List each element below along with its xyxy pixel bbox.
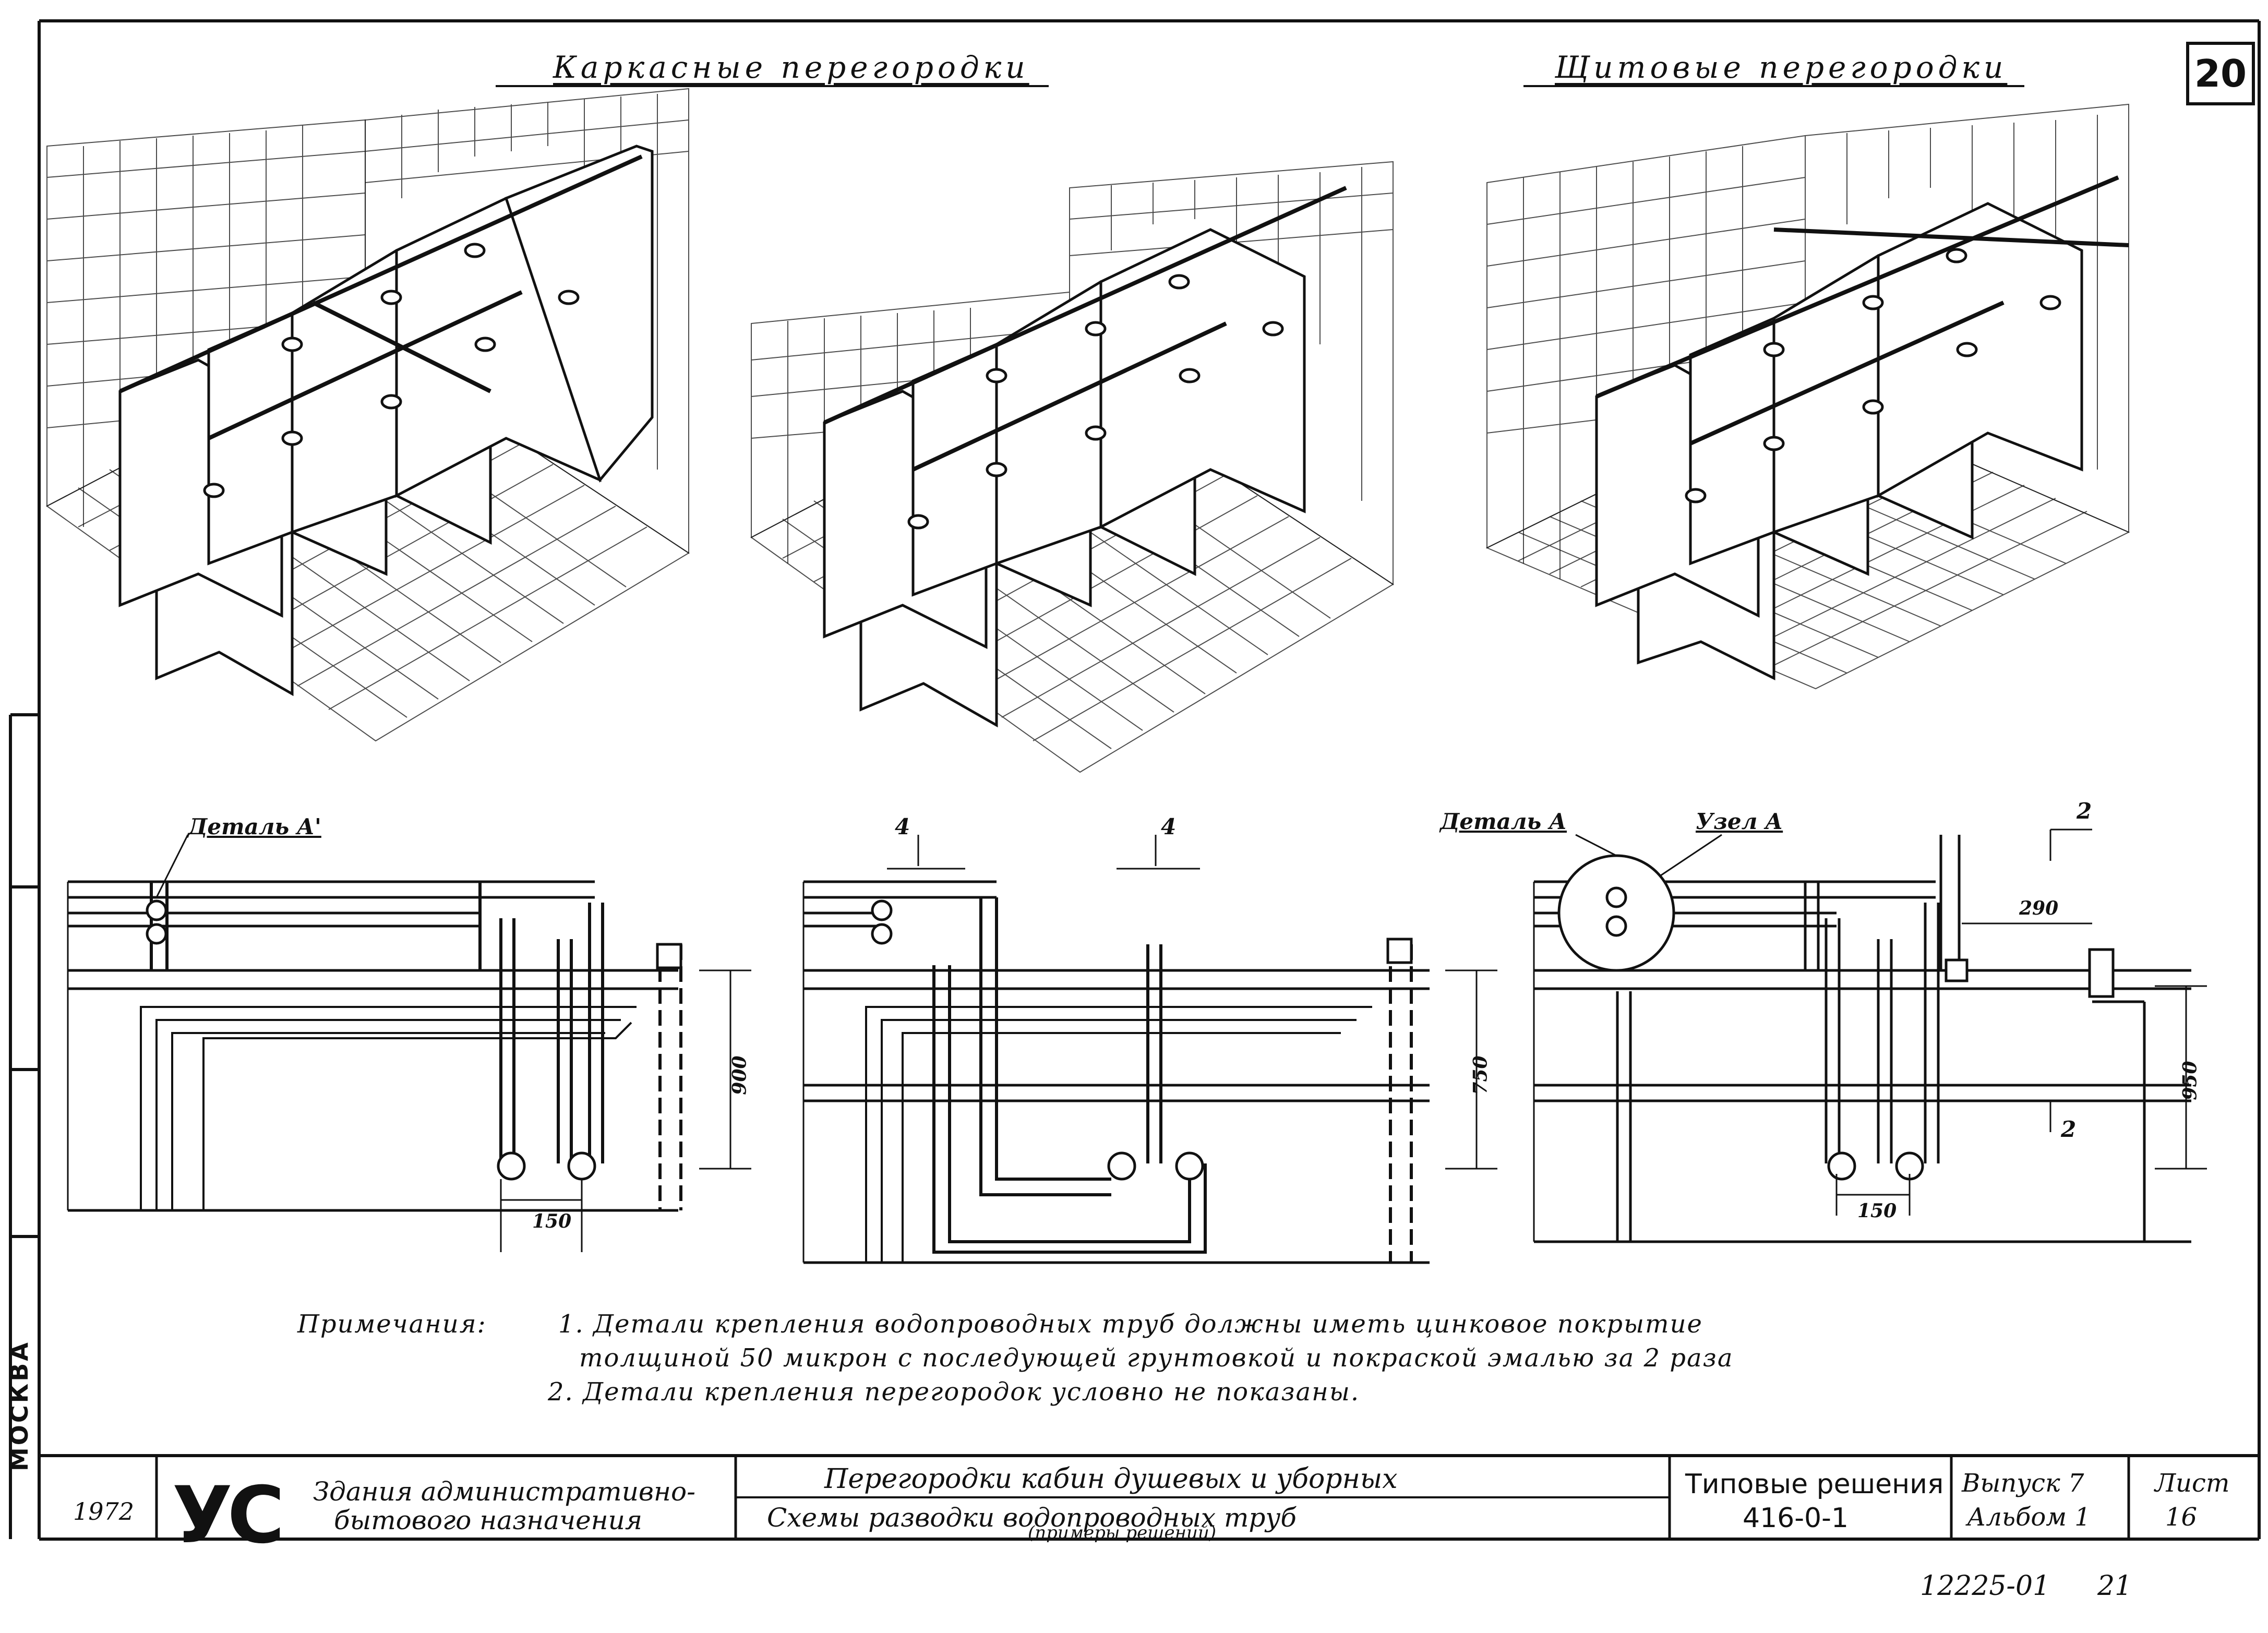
sheet-no: 16	[2165, 1503, 2198, 1532]
building-type-line-1: Здания административно-	[313, 1476, 695, 1507]
title-block-year: 1972	[73, 1497, 135, 1526]
elevation-right	[1533, 828, 2207, 1243]
label-node-a: Узел А	[1696, 809, 1783, 834]
album-number: Альбом 1	[1967, 1503, 2091, 1532]
us-logo: УС	[172, 1470, 285, 1561]
label-section-2-top: 2	[2077, 798, 2092, 824]
note-line-1: 1. Детали крепления водопроводных труб д…	[558, 1310, 1703, 1339]
iso-view-middle	[750, 161, 1394, 773]
title-block-grid	[39, 1454, 2259, 1539]
series-label: Типовые решения	[1685, 1469, 1944, 1500]
label-section-4-left: 4	[895, 814, 910, 839]
dim-950: 950	[2179, 1061, 2201, 1100]
sheet-frame	[9, 19, 2261, 1541]
panel-partitions-title: Щитовые перегородки	[1555, 50, 2008, 85]
label-section-2-bottom: 2	[2061, 1116, 2077, 1142]
issue-number: Выпуск 7	[1962, 1469, 2084, 1498]
archive-page: 21	[2097, 1570, 2132, 1602]
dim-150-right: 150	[1857, 1200, 1897, 1222]
sheet-label: Лист	[2155, 1469, 2230, 1498]
series-code: 416-0-1	[1743, 1503, 1849, 1534]
note-line-2: толщиной 50 микрон с последующей грунтов…	[579, 1343, 1734, 1373]
iso-view-panel-partitions	[1485, 103, 2130, 690]
label-section-4-right: 4	[1161, 814, 1177, 839]
sheet-title-line-3: (примеры решений)	[1028, 1522, 1217, 1543]
iso-view-frame-partitions	[46, 88, 690, 742]
elevation-left	[67, 834, 751, 1252]
city-label: МОСКВА	[5, 1340, 33, 1471]
sheet-title-line-1: Перегородки кабин душевых и уборных	[824, 1463, 1398, 1495]
frame-partitions-title: Каркасные перегородки	[553, 50, 1029, 85]
sheet-title-line-2: Схемы разводки водопроводных труб	[767, 1503, 1297, 1533]
notes-heading: Примечания:	[297, 1310, 487, 1339]
label-detail-a-prime: Деталь А'	[188, 814, 321, 839]
building-type-line-2: бытового назначения	[334, 1505, 642, 1535]
sheet-number: 20	[2186, 42, 2255, 105]
dim-150-left: 150	[532, 1210, 572, 1232]
label-detail-a: Деталь А	[1440, 809, 1567, 834]
dim-750: 750	[1469, 1055, 1492, 1095]
dim-900: 900	[728, 1055, 751, 1095]
elevation-middle	[802, 835, 1497, 1264]
archive-number: 12225-01	[1920, 1570, 2050, 1602]
note-line-3: 2. Детали крепления перегородок условно …	[548, 1377, 1360, 1407]
dim-290: 290	[2019, 897, 2059, 919]
